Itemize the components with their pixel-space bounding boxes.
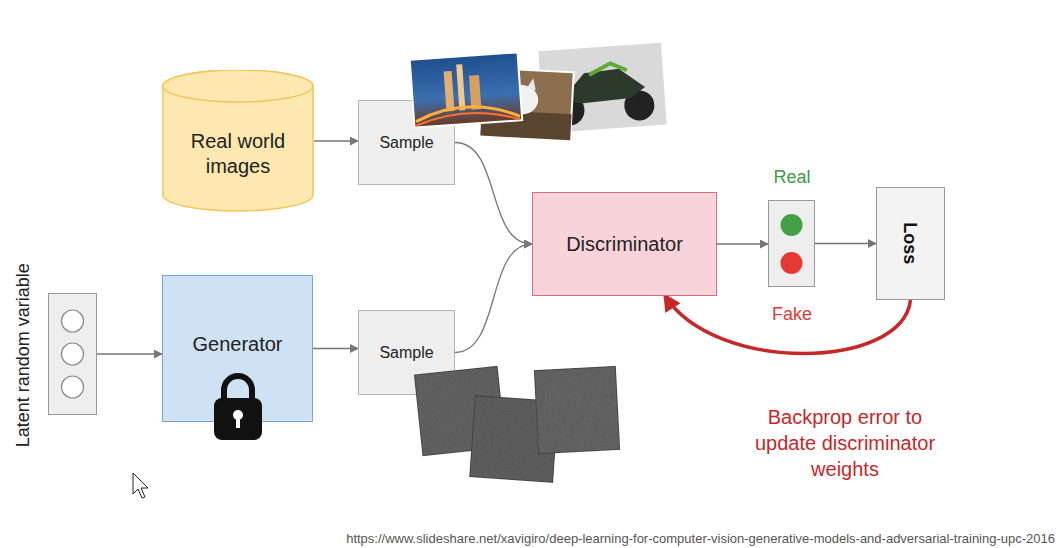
flow-arrow: [97, 353, 162, 354]
node-shape: [49, 294, 98, 416]
node-label: Sample: [379, 133, 433, 153]
flow-arrow: [815, 243, 876, 244]
note-text: Backprop error to update discriminator w…: [735, 404, 955, 482]
cylinder-top: [163, 70, 313, 102]
node-label: Generator: [192, 332, 282, 357]
flow-arrow: [313, 348, 358, 349]
node-label: Sample: [379, 343, 433, 363]
flow-arrow: [717, 243, 768, 244]
node-shape: [769, 201, 816, 288]
photo-city: [410, 52, 522, 127]
source-url: https://www.slideshare.net/xavigiro/deep…: [346, 531, 1055, 547]
diagram-node: RealFake: [768, 200, 815, 287]
diagram-node: Real world images: [162, 70, 314, 212]
node-label: Real world images: [178, 129, 298, 179]
photo-motorcycle: [537, 42, 668, 135]
feedback-arrow: [665, 296, 910, 354]
signal-lamp: [781, 252, 803, 274]
node-label: Discriminator: [566, 232, 683, 257]
cylinder-body: [163, 70, 313, 211]
noise-samples: [414, 366, 620, 483]
latent-unit: [62, 376, 84, 398]
latent-unit: [62, 343, 84, 365]
diagram-node: Latent random variable: [48, 293, 97, 415]
photo-cat: [480, 68, 573, 141]
node-label: Loss: [899, 222, 922, 264]
flow-arrow: [455, 143, 532, 245]
diagram-node: Discriminator: [532, 192, 717, 296]
flow-arrow: [455, 244, 532, 353]
diagram-node: Generator: [162, 275, 313, 422]
cursor-icon: [133, 473, 148, 498]
diagram-node: Sample: [358, 310, 455, 395]
flow-arrow: [314, 140, 358, 141]
node-label: Fake: [772, 303, 812, 326]
node-label: Real: [773, 166, 810, 189]
node-label: Latent random variable: [12, 263, 35, 447]
signal-lamp: [781, 214, 803, 236]
diagram-node: Loss: [876, 187, 945, 300]
lock-icon: [214, 376, 262, 440]
latent-unit: [62, 310, 84, 332]
diagram-node: Sample: [358, 100, 455, 185]
